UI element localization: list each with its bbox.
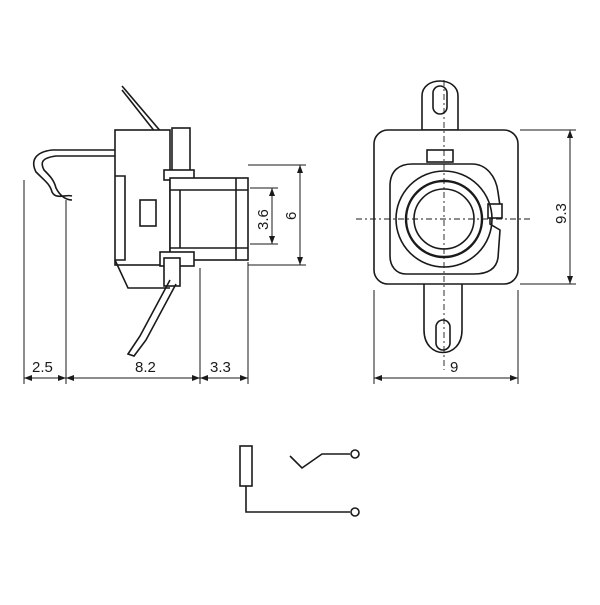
arrow-head [510, 375, 518, 381]
spring-lever-inner [41, 89, 165, 201]
arrow-head [66, 375, 74, 381]
dim-label-9: 9 [450, 359, 458, 376]
arrow-head [200, 375, 208, 381]
dim-label-6: 6 [283, 212, 300, 220]
dim-label-8-2: 8.2 [135, 359, 156, 376]
schematic-ground-wire [245, 486, 350, 513]
side-view-dimensions: 2.5 8.2 3.3 3.6 6 [23, 164, 306, 384]
bottom-terminal-stem [163, 257, 181, 287]
bottom-mounting-lug [423, 279, 463, 354]
arrow-head [269, 236, 275, 244]
front-view [356, 80, 532, 370]
arrow-head [374, 375, 382, 381]
arrow-head [269, 188, 275, 196]
arrow-head [240, 375, 248, 381]
body-lower-bevel [114, 259, 170, 289]
dim-label-3-6: 3.6 [255, 209, 272, 230]
dim-label-3-3: 3.3 [210, 359, 231, 376]
top-lug-slot [432, 85, 448, 115]
dim-label-9-3: 9.3 [553, 203, 570, 224]
schematic-terminal-bottom [350, 507, 360, 517]
dim-label-2-5: 2.5 [32, 359, 53, 376]
front-key-tab [426, 149, 454, 163]
side-view [32, 85, 249, 357]
arrow-head [297, 165, 303, 173]
bushing [169, 177, 249, 261]
bottom-solder-leg [126, 279, 177, 357]
body-shoulder [115, 175, 126, 261]
arrow-head [24, 375, 32, 381]
schematic-symbol [239, 445, 360, 517]
arrow-head [192, 375, 200, 381]
body-block [114, 129, 171, 266]
front-body [373, 129, 519, 285]
schematic-sleeve [239, 445, 253, 487]
schematic-terminal-top [350, 449, 360, 459]
spring-lever [32, 85, 170, 198]
arrow-head [297, 257, 303, 265]
arrow-head [567, 130, 573, 138]
socket-rim [389, 163, 501, 275]
body-slot [139, 199, 157, 227]
arrow-head [58, 375, 66, 381]
bottom-lug-slot [435, 319, 451, 351]
arrow-head [567, 276, 573, 284]
front-view-dimensions: 9 9.3 [373, 129, 576, 384]
schematic-tip-spring [289, 453, 350, 470]
